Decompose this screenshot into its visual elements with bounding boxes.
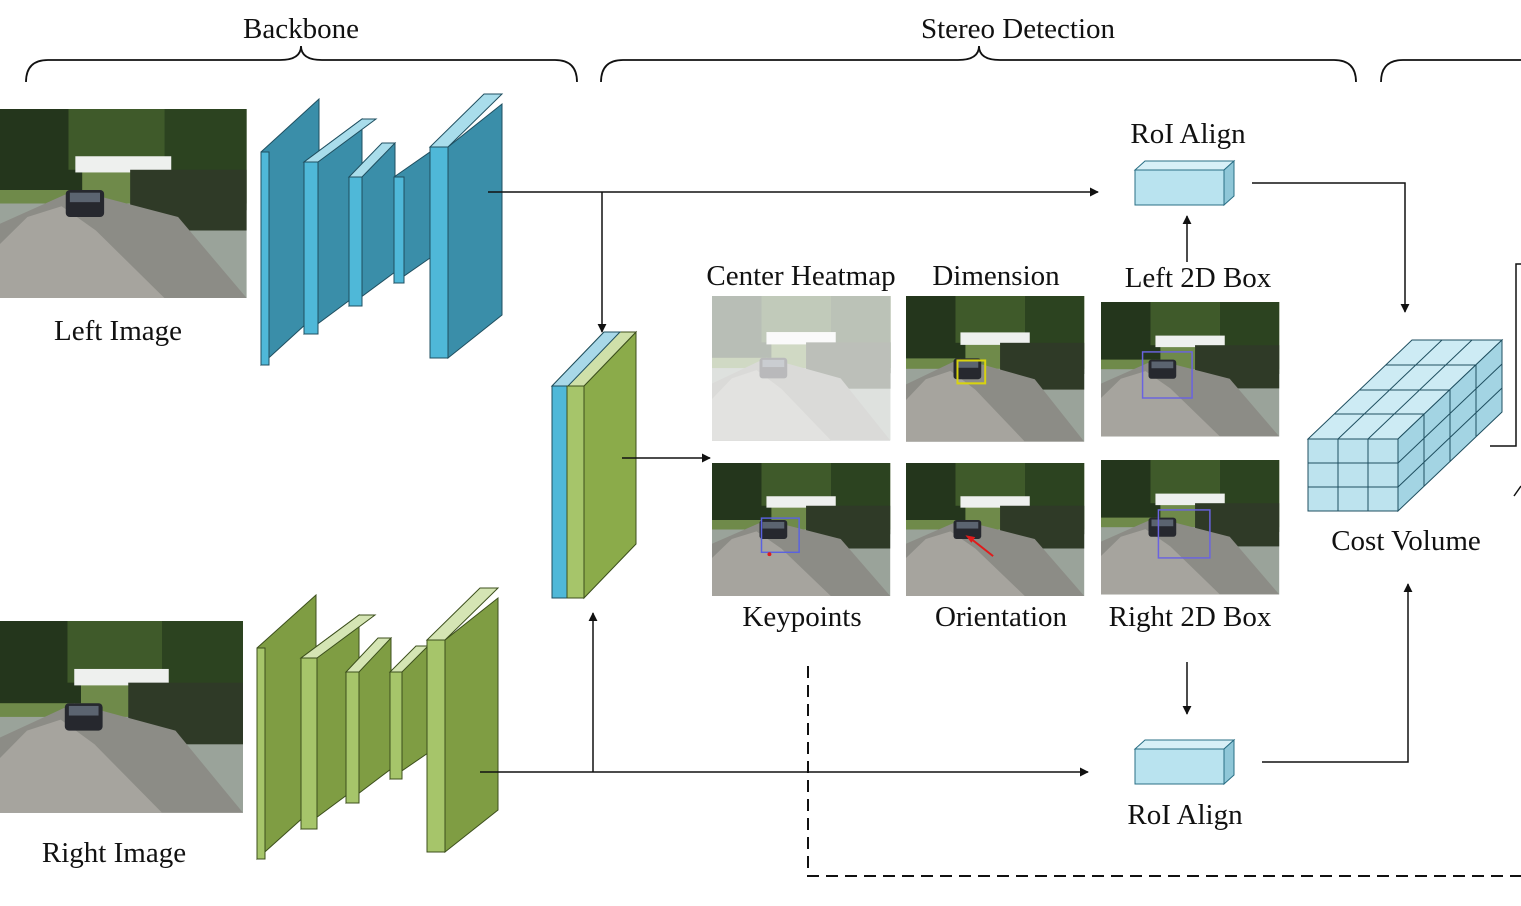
right-image-label: Right Image [42, 837, 186, 869]
right-decoder-layer-1 [388, 645, 430, 780]
roi-align-bottom-block [1133, 738, 1236, 786]
right-2d-box-label: Right 2D Box [1109, 601, 1272, 633]
concatenated-feature [550, 330, 638, 600]
roi-align-top-label: RoI Align [1130, 118, 1246, 150]
left-image [0, 109, 247, 298]
backbone-brace [25, 45, 578, 83]
left-2d-box-label: Left 2D Box [1125, 262, 1272, 294]
dimension-label: Dimension [932, 260, 1060, 292]
roi-top-to-cost-volume-arrow [1252, 182, 1410, 313]
left-2d-box-thumbnail [1101, 302, 1280, 437]
left-encoder-layer-3 [347, 142, 397, 307]
stereo-detection-brace [600, 45, 1357, 83]
dimension-thumbnail [906, 296, 1085, 442]
right-encoder-layer-3 [344, 636, 393, 805]
right-backbone [256, 587, 500, 861]
dashed-skip-connection [807, 666, 1521, 877]
right-encoder-layer-2 [299, 614, 377, 830]
stereo-detection-title: Stereo Detection [921, 13, 1116, 45]
center-heatmap-label: Center Heatmap [706, 260, 895, 292]
keypoints-label: Keypoints [742, 601, 861, 633]
roi-align-bottom-label: RoI Align [1127, 799, 1243, 831]
backbone-title: Backbone [243, 13, 359, 45]
keypoints-thumbnail [712, 463, 891, 596]
roi-align-top-block [1133, 159, 1236, 207]
cost-volume [1306, 338, 1504, 513]
right-2d-box-thumbnail [1101, 460, 1280, 595]
orientation-thumbnail [906, 463, 1085, 596]
next-section-brace [1380, 59, 1521, 83]
right-decoder-layer-2 [425, 587, 500, 854]
clipped-right-shape [1513, 485, 1521, 497]
cost-volume-label: Cost Volume [1331, 525, 1481, 557]
left-image-label: Left Image [54, 315, 182, 347]
left-backbone [260, 93, 504, 367]
roi-bottom-to-cost-volume-arrow [1262, 583, 1413, 763]
left-decoder-layer-1 [393, 151, 431, 284]
orientation-label: Orientation [935, 601, 1068, 633]
right-image [0, 621, 243, 813]
clipped-right-bracket [1490, 263, 1521, 447]
left-decoder-layer-2 [428, 93, 504, 360]
center-heatmap-thumbnail [712, 296, 891, 441]
left-encoder-layer-2 [302, 118, 378, 335]
